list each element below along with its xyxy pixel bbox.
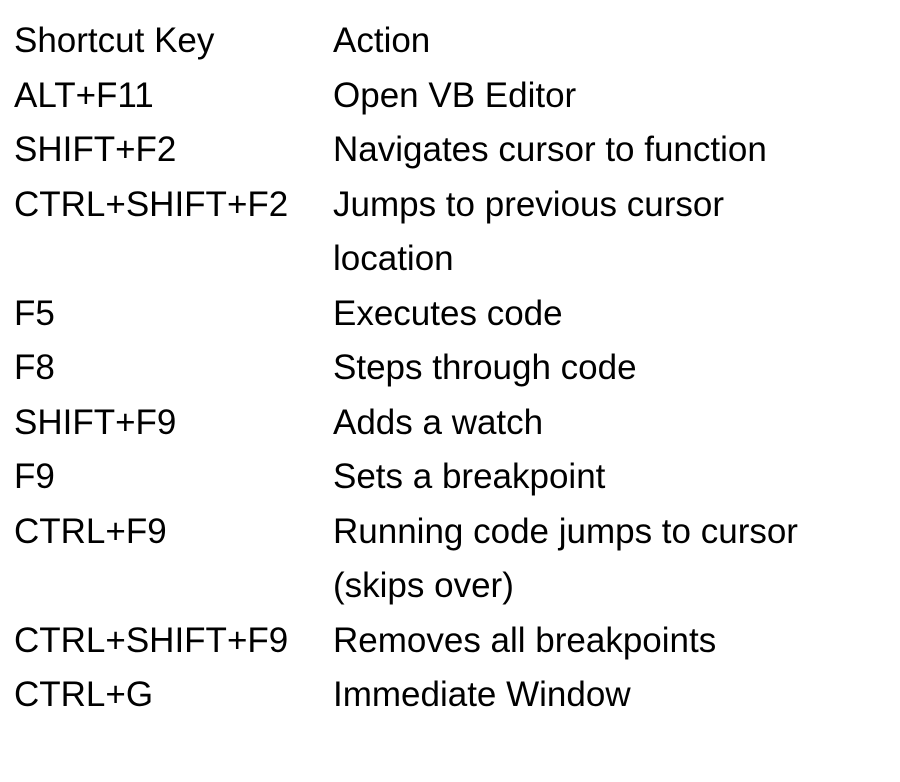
shortcut-key-text: F5 xyxy=(14,293,55,333)
shortcut-key-text: CTRL+F9 xyxy=(14,511,167,551)
table-row: F9 Sets a breakpoint xyxy=(14,450,894,505)
shortcut-key-text: F8 xyxy=(14,348,55,387)
shortcut-key-text: CTRL+G xyxy=(14,675,154,714)
table-row: CTRL+SHIFT+F2 Jumps to previous cursor l… xyxy=(14,178,894,287)
shortcut-key-text: CTRL+SHIFT+F9 xyxy=(14,620,289,660)
shortcut-key-text: CTRL+SHIFT+F2 xyxy=(14,184,289,224)
table-row: F5 Executes code xyxy=(14,287,894,342)
shortcut-key-cell: ALT+F11 xyxy=(14,69,333,124)
action-cell: Removes all breakpoints xyxy=(333,614,894,669)
action-cell: Navigates cursor to function xyxy=(333,123,894,178)
shortcut-key-cell: CTRL+F9 xyxy=(14,505,333,560)
table-row: SHIFT+F9 Adds a watch xyxy=(14,396,894,451)
action-text-line-2: (skips over) xyxy=(333,566,514,605)
shortcut-key-cell: F5 xyxy=(14,287,333,342)
action-text: Steps through code xyxy=(333,348,637,387)
shortcut-key-cell: SHIFT+F2 xyxy=(14,123,333,178)
shortcut-key-text: ALT+F11 xyxy=(14,75,154,115)
table-row: CTRL+G Immediate Window xyxy=(14,668,894,723)
action-cell: Jumps to previous cursor location xyxy=(333,178,894,287)
action-cell: Open VB Editor xyxy=(333,69,894,124)
shortcut-key-cell: SHIFT+F9 xyxy=(14,396,333,451)
action-cell: Adds a watch xyxy=(333,396,894,451)
action-cell: Immediate Window xyxy=(333,668,894,723)
table-row: CTRL+F9 Running code jumps to cursor (sk… xyxy=(14,505,894,614)
header-shortcut-key: Shortcut Key xyxy=(14,14,333,69)
shortcut-key-text: F9 xyxy=(14,457,55,496)
header-action: Action xyxy=(333,14,894,69)
action-text: Executes code xyxy=(333,293,563,333)
action-text: Sets a breakpoint xyxy=(333,457,606,496)
action-cell: Sets a breakpoint xyxy=(333,450,894,505)
action-text: Immediate Window xyxy=(333,675,631,714)
shortcut-key-cell: CTRL+G xyxy=(14,668,333,723)
shortcut-key-cell: F9 xyxy=(14,450,333,505)
action-text-line-1: Jumps to previous cursor xyxy=(333,184,724,224)
header-row: Shortcut Key Action xyxy=(14,14,894,69)
action-cell: Steps through code xyxy=(333,341,894,396)
table-row: F8 Steps through code xyxy=(14,341,894,396)
shortcut-key-text: SHIFT+F2 xyxy=(14,130,177,169)
header-shortcut-key-text: Shortcut Key xyxy=(14,21,215,60)
action-text: Adds a watch xyxy=(333,402,544,442)
action-cell: Executes code xyxy=(333,287,894,342)
action-text: Removes all breakpoints xyxy=(333,620,717,660)
action-text: Navigates cursor to function xyxy=(333,130,767,169)
table-row: ALT+F11 Open VB Editor xyxy=(14,69,894,124)
shortcut-key-cell: F8 xyxy=(14,341,333,396)
header-action-text: Action xyxy=(333,21,431,60)
action-text-line-2: location xyxy=(333,239,454,278)
table-row: CTRL+SHIFT+F9 Removes all breakpoints xyxy=(14,614,894,669)
action-cell: Running code jumps to cursor (skips over… xyxy=(333,505,894,614)
action-text: Open VB Editor xyxy=(333,75,577,115)
shortcut-table: Shortcut Key Action ALT+F11 Open VB Edit… xyxy=(14,14,894,723)
action-text-line-1: Running code jumps to cursor xyxy=(333,511,798,551)
shortcut-key-cell: CTRL+SHIFT+F9 xyxy=(14,614,333,669)
table-row: SHIFT+F2 Navigates cursor to function xyxy=(14,123,894,178)
shortcut-key-cell: CTRL+SHIFT+F2 xyxy=(14,178,333,233)
shortcut-key-text: SHIFT+F9 xyxy=(14,402,177,442)
